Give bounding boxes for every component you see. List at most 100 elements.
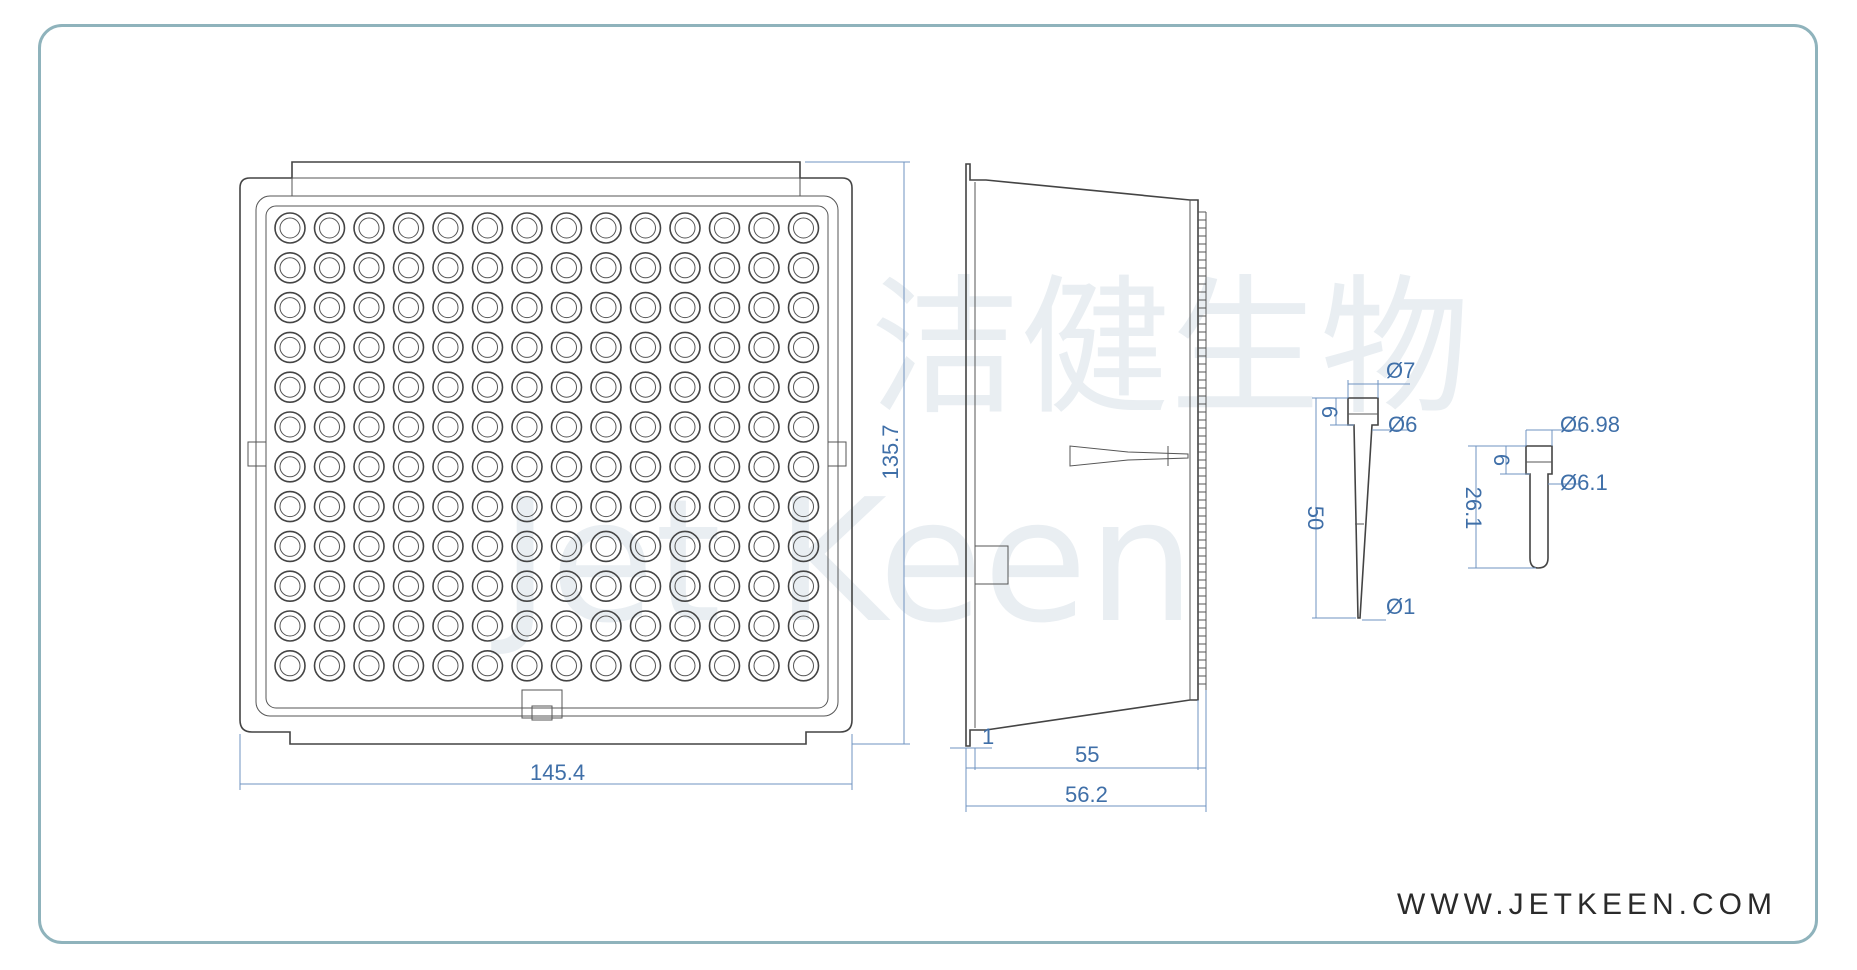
well-inner <box>793 257 814 279</box>
well-inner <box>556 217 577 239</box>
rack-side-view: 1 55 56.2 <box>950 163 1207 812</box>
well-outer <box>313 411 346 443</box>
well-outer <box>471 371 504 404</box>
well-outer <box>629 371 662 404</box>
well-outer <box>511 212 543 244</box>
well-outer <box>550 251 583 284</box>
well-outer <box>590 450 622 483</box>
well-outer <box>629 649 662 682</box>
well-inner <box>279 416 301 438</box>
rack-width-label: 145.4 <box>530 760 585 785</box>
well-inner <box>635 496 656 518</box>
website-url: WWW.JETKEEN.COM <box>1397 888 1777 921</box>
well-outer <box>629 411 662 443</box>
well-outer <box>669 490 701 523</box>
well-outer <box>787 649 820 682</box>
well-outer <box>629 291 662 324</box>
well-inner <box>635 615 656 637</box>
well-inner <box>595 376 617 398</box>
well-inner <box>674 456 696 478</box>
well-outer <box>590 411 622 443</box>
well-inner <box>477 575 498 597</box>
well-outer <box>550 570 583 603</box>
well-outer <box>787 212 820 244</box>
well-inner <box>793 456 814 478</box>
well-inner <box>516 217 538 239</box>
well-inner <box>714 575 735 597</box>
well-inner <box>279 376 301 398</box>
well-inner <box>437 336 459 358</box>
well-inner <box>674 535 696 557</box>
well-inner <box>793 376 814 398</box>
well-inner <box>714 535 735 557</box>
well-outer <box>748 490 780 523</box>
well-outer <box>274 490 306 523</box>
watermark-chinese: 洁健生物 <box>870 262 1470 436</box>
well-inner <box>595 655 617 677</box>
well-outer <box>274 530 306 563</box>
well-outer <box>511 610 543 642</box>
well-outer <box>511 291 543 324</box>
well-outer <box>511 331 543 364</box>
well-inner <box>437 416 459 438</box>
well-inner <box>753 257 775 279</box>
well-inner <box>319 257 340 279</box>
side-depth-inner-label: 55 <box>1075 742 1099 767</box>
well-outer <box>353 212 385 244</box>
well-inner <box>674 416 696 438</box>
well-inner <box>556 496 577 518</box>
well-inner <box>437 575 459 597</box>
well-outer <box>550 649 583 682</box>
tip-short: Ø6.98 6 Ø6.1 26.1 <box>1461 412 1620 569</box>
well-outer <box>629 530 662 563</box>
well-inner <box>793 496 814 518</box>
well-outer <box>432 570 464 603</box>
well-outer <box>313 530 346 563</box>
well-inner <box>793 575 814 597</box>
well-outer <box>353 450 385 483</box>
well-inner <box>556 257 577 279</box>
well-inner <box>635 336 656 358</box>
well-inner <box>674 336 696 358</box>
well-outer <box>590 570 622 603</box>
well-inner <box>793 615 814 637</box>
well-inner <box>437 655 459 677</box>
tip-long: Ø7 6 Ø6 50 Ø1 <box>1303 358 1417 621</box>
well-inner <box>674 496 696 518</box>
well-outer <box>708 450 741 483</box>
well-inner <box>595 297 617 319</box>
well-inner <box>477 615 498 637</box>
well-inner <box>279 456 301 478</box>
well-inner <box>398 456 419 478</box>
watermark-english: Jet Keen <box>491 463 1195 661</box>
well-outer <box>471 530 504 563</box>
well-outer <box>708 212 741 244</box>
well-outer <box>392 371 425 404</box>
well-outer <box>313 291 346 324</box>
well-inner <box>279 575 301 597</box>
well-inner <box>319 615 340 637</box>
well-inner <box>279 257 301 279</box>
tip1-length: 50 <box>1303 506 1328 530</box>
well-inner <box>358 297 380 319</box>
well-inner <box>674 655 696 677</box>
rack-height-label: 135.7 <box>878 424 903 479</box>
well-outer <box>432 411 464 443</box>
well-inner <box>477 297 498 319</box>
well-inner <box>358 336 380 358</box>
well-outer <box>787 411 820 443</box>
well-outer <box>274 291 306 324</box>
well-outer <box>669 411 701 443</box>
well-outer <box>708 649 741 682</box>
well-outer <box>708 291 741 324</box>
well-inner <box>595 257 617 279</box>
well-outer <box>392 490 425 523</box>
well-outer <box>511 570 543 603</box>
well-outer <box>590 371 622 404</box>
well-outer <box>471 490 504 523</box>
well-outer <box>787 490 820 523</box>
well-outer <box>274 371 306 404</box>
side-lip-label: 1 <box>982 724 994 749</box>
well-inner <box>595 456 617 478</box>
rack-top-view <box>239 161 853 745</box>
